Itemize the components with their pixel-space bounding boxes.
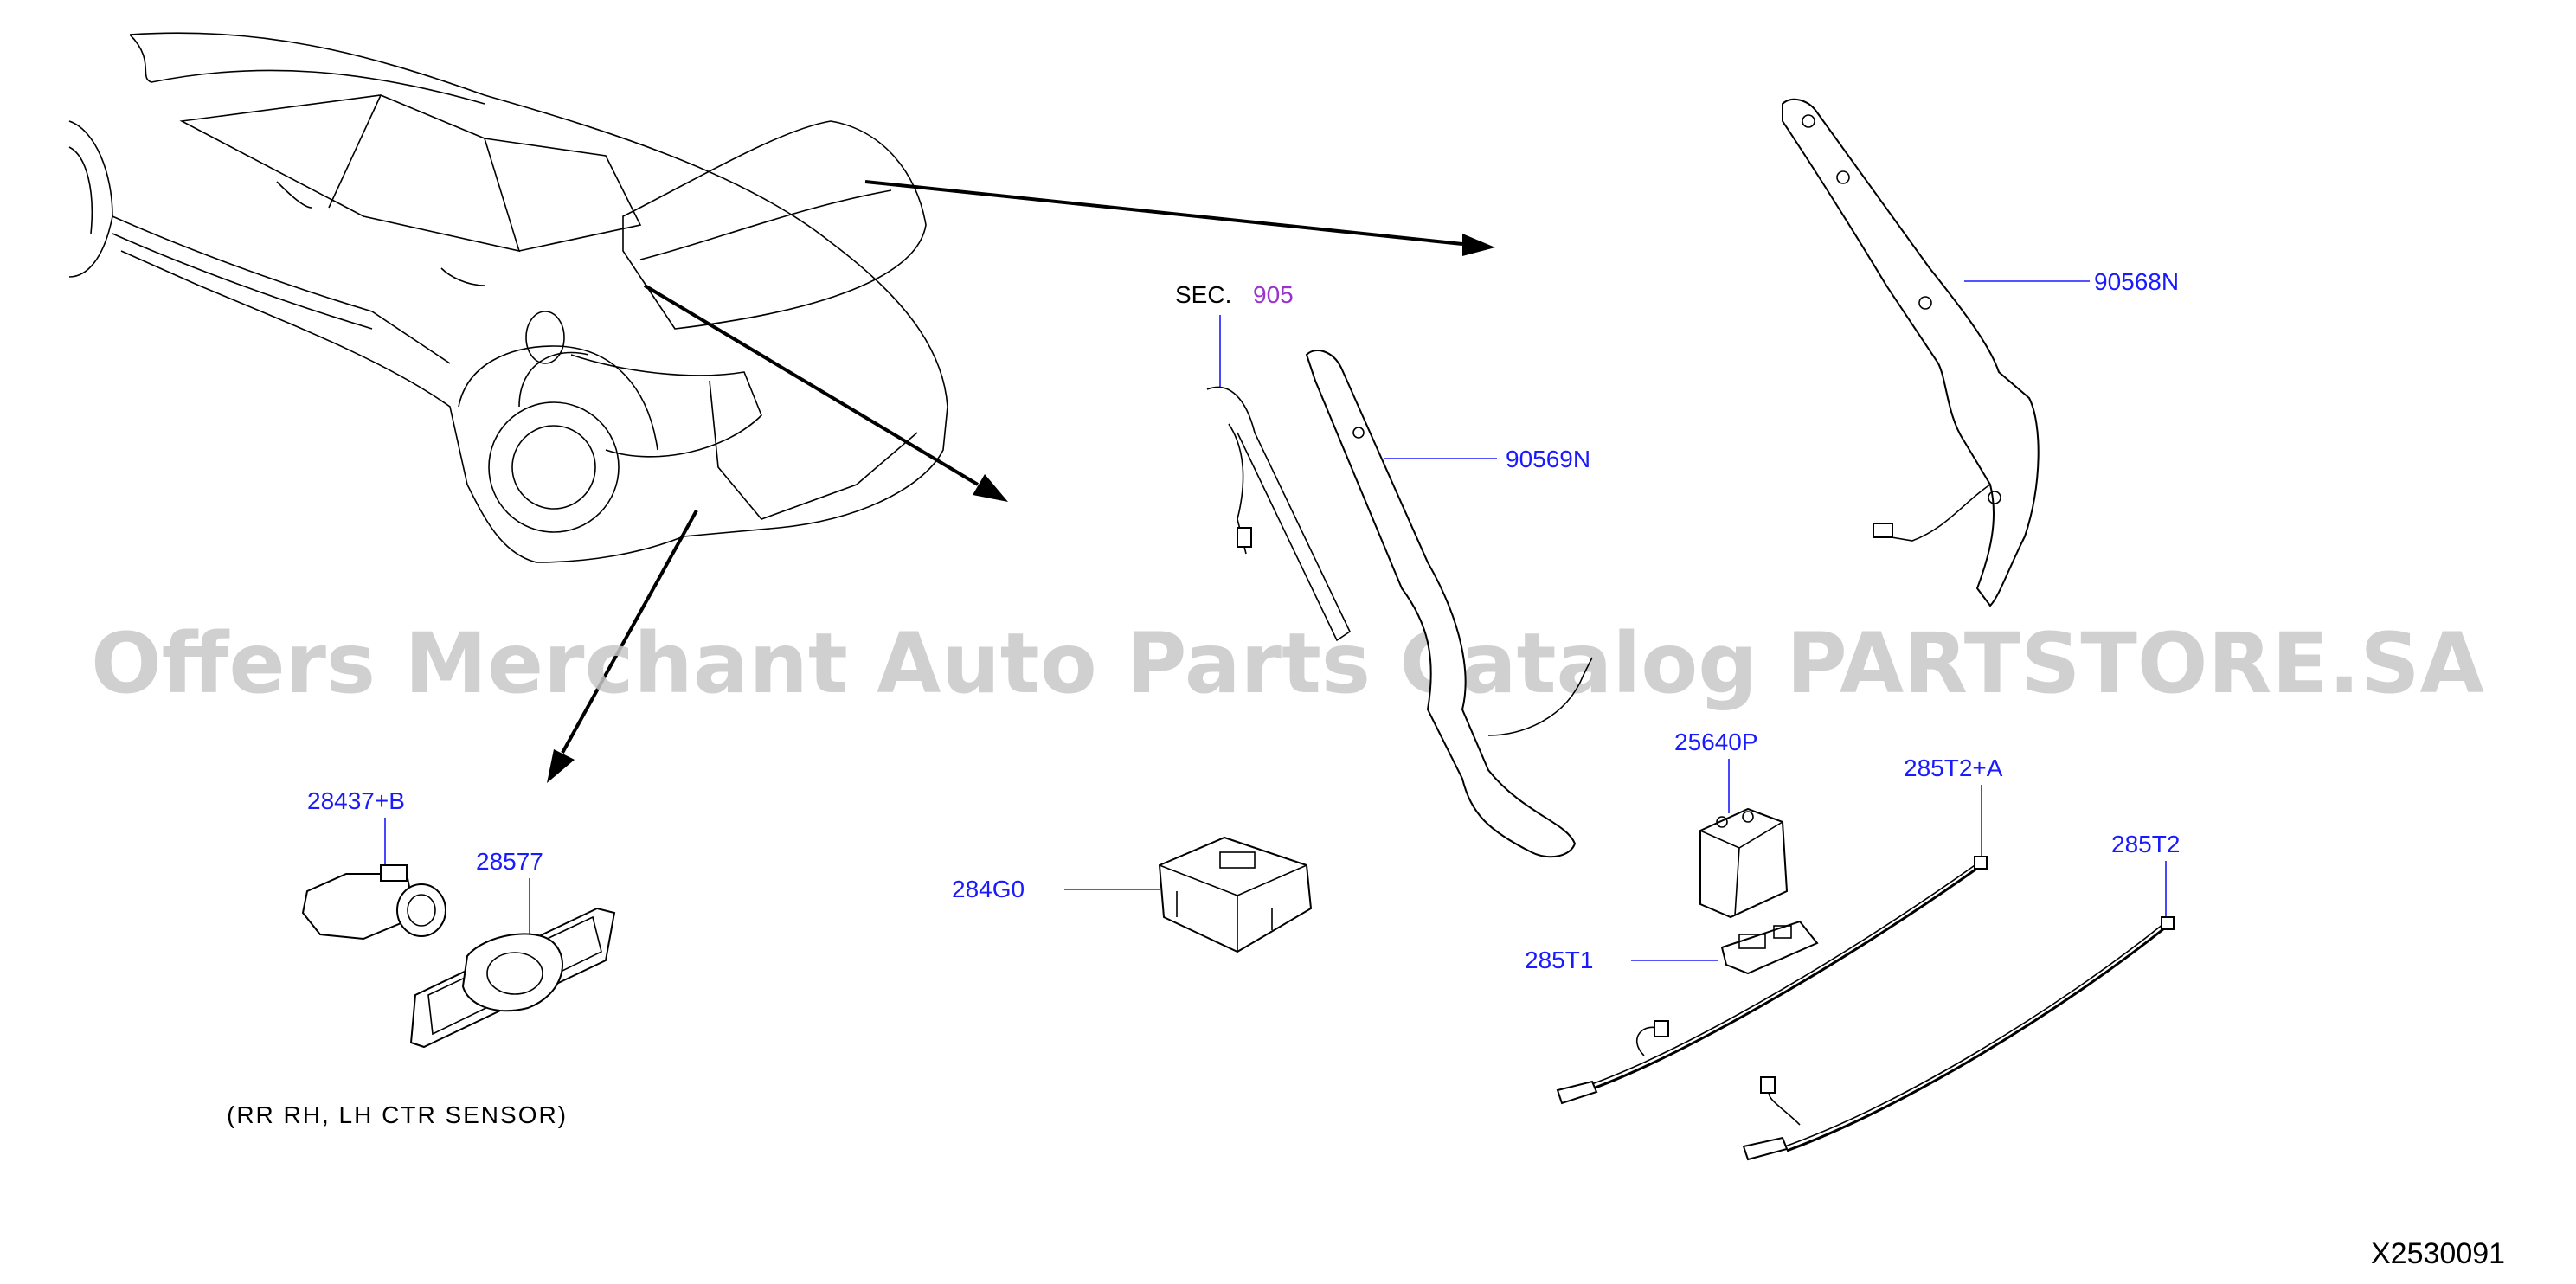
- reference-code: X2530091: [2371, 1237, 2505, 1270]
- label-90568N[interactable]: 90568N: [2094, 268, 2179, 295]
- label-28437B[interactable]: 28437+B: [307, 787, 405, 814]
- part-90569N-group: 90569N: [1305, 350, 1593, 858]
- section-prefix: SEC.: [1175, 281, 1231, 308]
- pointer-arrows: [547, 180, 1495, 783]
- label-285T1[interactable]: 285T1: [1525, 947, 1593, 973]
- part-25640P-group: 25640P: [1674, 729, 1789, 919]
- part-285T2A-group: 285T2+A: [1556, 754, 2003, 1105]
- part-285T1-group: 285T1: [1525, 920, 1819, 975]
- section-number-link[interactable]: 905: [1253, 281, 1294, 308]
- label-90569N[interactable]: 90569N: [1506, 446, 1590, 472]
- watermark-text: Offers Merchant Auto Parts Catalog PARTS…: [91, 615, 2484, 712]
- label-28577[interactable]: 28577: [476, 848, 543, 875]
- part-90568N-group: 90568N: [1782, 98, 2179, 607]
- section-905-callout: SEC. 905: [1175, 281, 1352, 642]
- label-25640P[interactable]: 25640P: [1674, 729, 1758, 755]
- vehicle-illustration: [68, 32, 948, 563]
- part-28437B-group: 28437+B: [301, 787, 446, 941]
- part-285T2-group: 285T2: [1742, 831, 2180, 1161]
- label-285T2[interactable]: 285T2: [2111, 831, 2180, 857]
- sensor-note: (RR RH, LH CTR SENSOR): [227, 1101, 568, 1128]
- part-284G0-group: 284G0: [952, 836, 1313, 953]
- part-28577-group: 28577: [409, 848, 616, 1049]
- label-284G0[interactable]: 284G0: [952, 876, 1025, 902]
- label-285T2A[interactable]: 285T2+A: [1904, 754, 2003, 781]
